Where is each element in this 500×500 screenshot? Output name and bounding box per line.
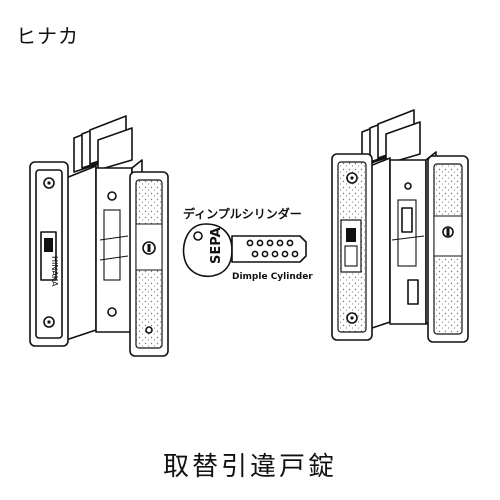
dimple-key-illustration: SEPA [182,223,307,278]
product-title: 取替引違戸錠 [162,452,337,482]
left-back-fins [73,115,133,173]
right-handle-plate-front [331,153,373,341]
dimple-cylinder-label-en: Dimple Cylinder [232,272,313,282]
key-brand-label: SEPA [209,227,224,264]
brand-name: ヒナカ [16,24,79,48]
right-lock-assembly [331,109,469,343]
right-back-fins [361,109,421,167]
left-handle-mark: HINAKA [50,256,59,287]
left-handle-plate-front: HINAKA [29,161,69,347]
key-dimples [246,239,299,258]
right-handle-plate-back [427,155,469,343]
left-lock-assembly: HINAKA [29,115,169,357]
dimple-cylinder-label-ja: ディンプルシリンダー [183,206,302,221]
left-handle-plate-back [129,171,169,357]
